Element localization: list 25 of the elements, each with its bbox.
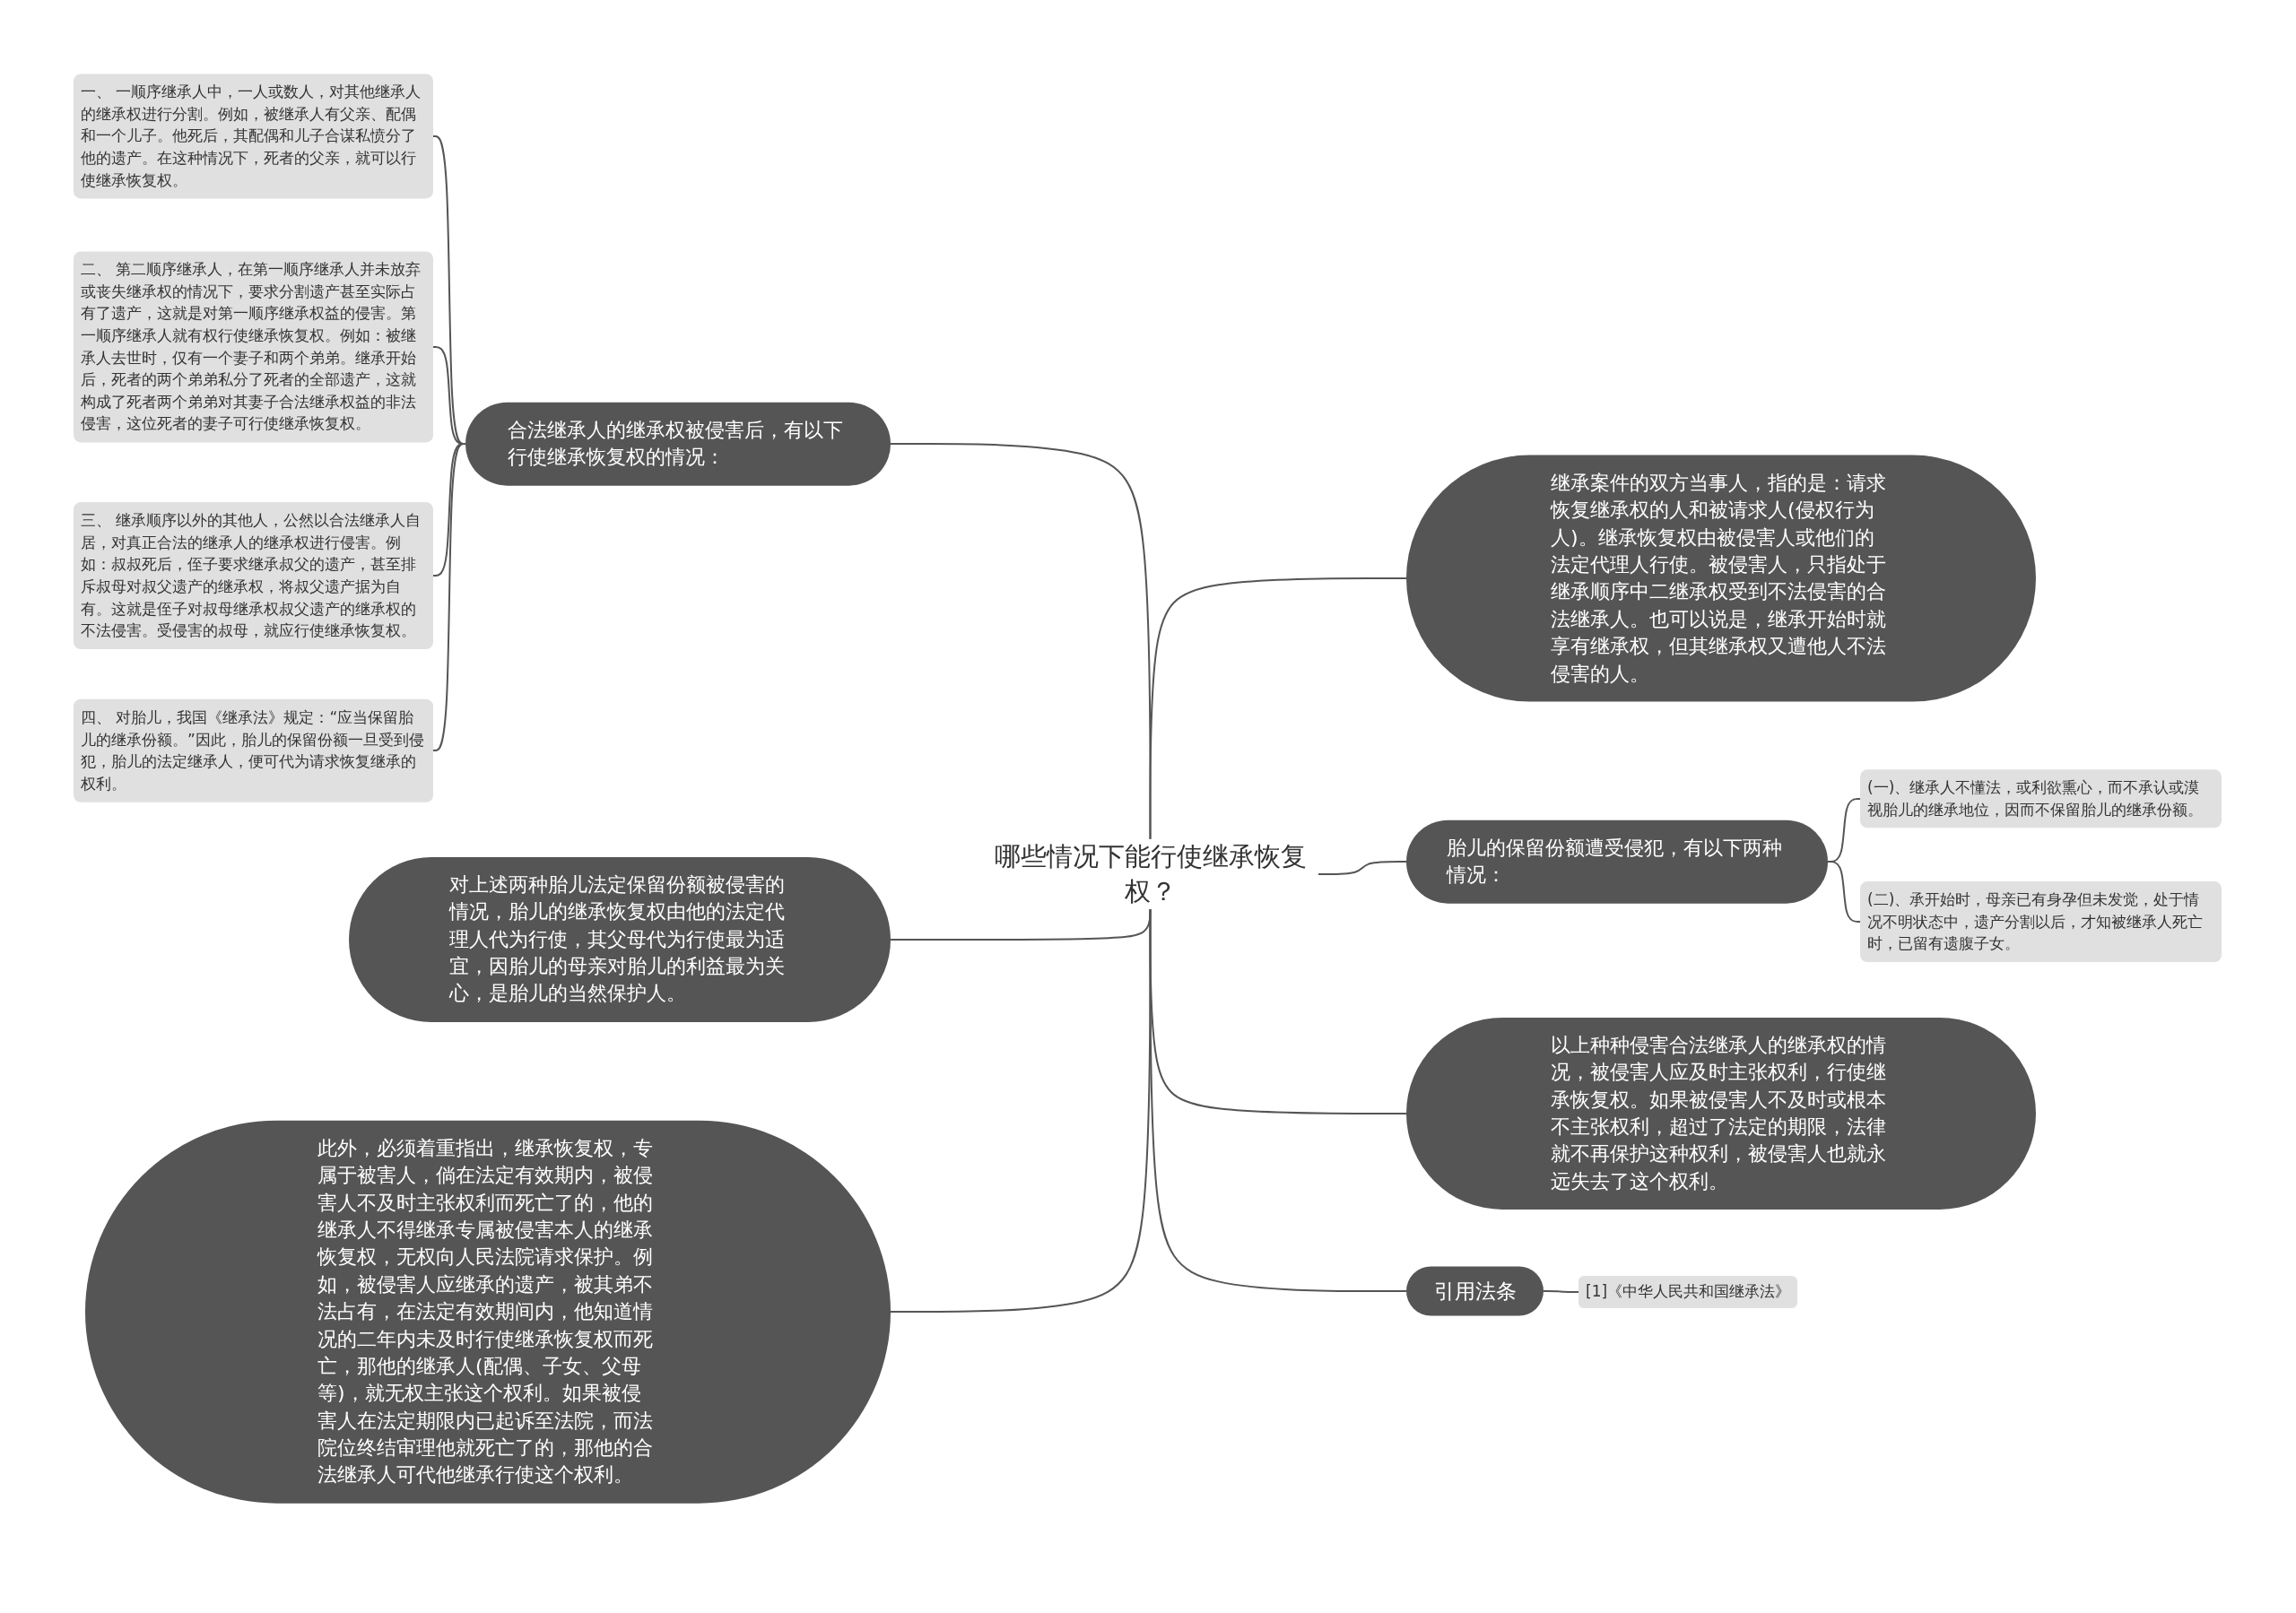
topic-text: 胎儿的保留份额遭受侵犯，有以下两种情况：: [1447, 835, 1783, 888]
topic-text: 继承案件的双方当事人，指的是：请求恢复继承权的人和被请求人(侵权行为人)。继承恢复权由被侵害人或他们的法定代理人行使。被侵害人，只指处于继承顺序中二继承权受到不法侵害的合法继承人。也可以说是，继承开始时就享有继承权，但其继承权又遭他人不法侵害的人。: [1551, 470, 1887, 687]
topic-text: 四、 对胎儿，我国《继承法》规定：“应当保留胎儿的继承份额。”因此，胎儿的保留份额一旦受到侵犯，胎儿的法定继承人，便可代为请求恢复继承的权利。: [81, 707, 425, 794]
note-card: [1860, 769, 2222, 828]
note-card: [1860, 881, 2222, 962]
topic-text: 三、 继承顺序以外的其他人，公然以合法继承人自居，对真正合法的继承人的继承权进行侵害。例如：叔叔死后，侄子要求继承叔父的遗产，甚至排斥叔母对叔父遗产的继承权，将叔父遗产据为自有。这就是侄子对叔母继承权叔父遗产的继承权的不法侵害。受侵害的叔母，就应行使继承恢复权。: [81, 510, 422, 642]
topic-text: 合法继承人的继承权被侵害后，有以下行使继承恢复权的情况：: [508, 417, 844, 470]
central-topic: 哪些情况下能行使继承恢复权？: [982, 838, 1318, 910]
topic-text: (一)、继承人不懂法，或利欲熏心，而不承认或漠视胎儿的继承地位，因而不保留胎儿的继承份额。: [1867, 777, 2204, 820]
note-card: [74, 698, 433, 802]
reference-card: [1578, 1276, 1798, 1308]
note-card: [74, 74, 433, 199]
topic-text: (二)、承开始时，母亲已有身孕但未发觉，处于情况不明状态中，遗产分割以后，才知被继承人死亡时，已留有遗腹子女。: [1867, 889, 2204, 955]
topic-pill: [1406, 1266, 1544, 1316]
reference-text: [1]《中华人民共和国继承法》: [1586, 1281, 1791, 1303]
connector-line: [1318, 861, 1407, 875]
topic-text: 引用法条: [1432, 1278, 1518, 1305]
topic-text: 以上种种侵害合法继承人的继承权的情况，被侵害人应及时主张权利，行使继承恢复权。如果被侵害人不及时或根本不主张权利，超过了法定的期限，法律就不再保护这种权利，被侵害人也就永远失去了这个权利。: [1551, 1032, 1887, 1194]
topic-text: 一、 一顺序继承人中，一人或数人，对其他继承人的继承权进行分割。例如，被继承人有父亲、配偶和一个儿子。他死后，其配偶和儿子合谋私愤分了他的遗产。在这种情况下，死者的父亲，就可以行使继承恢复权。: [81, 82, 422, 191]
connector-line: [1149, 577, 1407, 840]
topic-text: 对上述两种胎儿法定保留份额被侵害的情况，胎儿的继承恢复权由他的法定代理人代为行使，其父母代为行使最为适宜，因胎儿的母亲对胎儿的利益最为关心，是胎儿的当然保护人。: [449, 872, 786, 1007]
topic-text: 二、 第二顺序继承人，在第一顺序继承人并未放弃或丧失继承权的情况下，要求分割遗产甚至实际占有了遗产，这就是对第一顺序继承权益的侵害。第一顺序继承人就有权行使继承恢复权。例如：被继承人去世时，仅有一个妻子和两个弟弟。继承开始后，死者的两个弟弟私分了死者的全部遗产，这就构成了死者两个弟弟对其妻子合法继承权益的非法侵害，这位死者的妻子可行使继承恢复权。: [81, 259, 422, 435]
topic-text: 此外，必须着重指出，继承恢复权，专属于被害人，倘在法定有效期内，被侵害人不及时主张权利而死亡了的，他的继承人不得继承专属被侵害本人的继承恢复权，无权向人民法院请求保护。例如，被侵害人应继承的遗产，被其弟不法占有，在法定有效期间内，他知道情况的二年内未及时行使继承恢复权而死亡，那他的继承人(配偶、子女、父母等)，就无权主张这个权利。如果被侵害人在法定期限内已起诉至法院，而法院位终结审理他就死亡了的，那他的合法继承人可代他继承行使这个权利。: [317, 1135, 654, 1487]
connector-line: [1543, 1290, 1579, 1293]
connector-line: [890, 908, 1152, 1313]
